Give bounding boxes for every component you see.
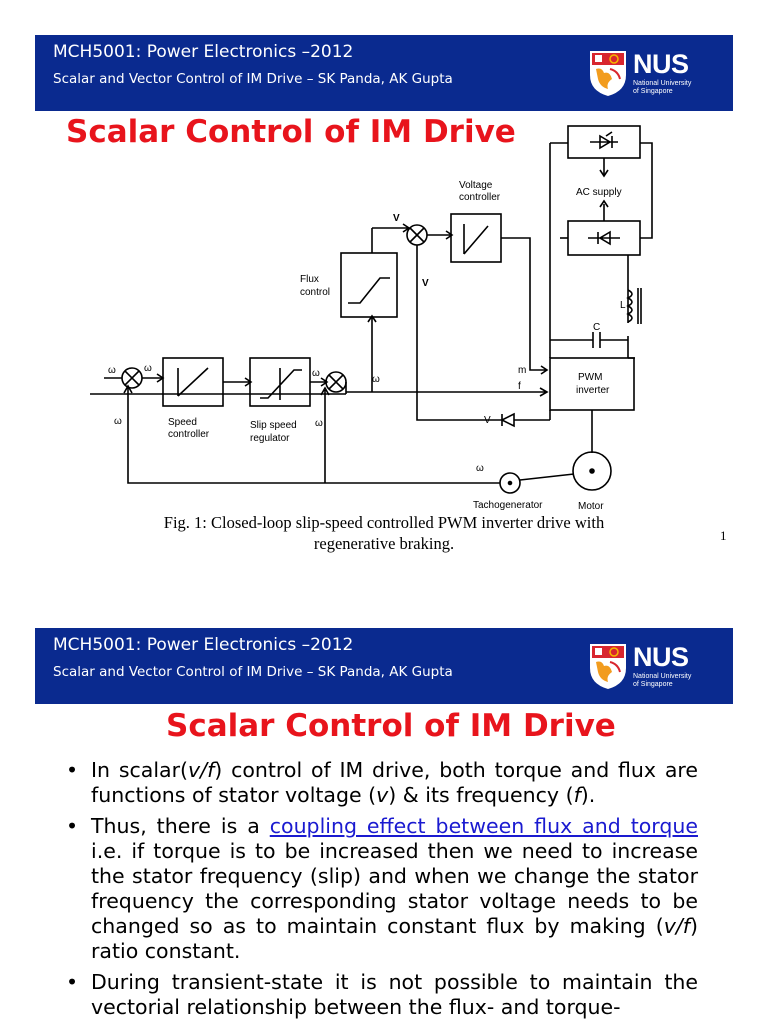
motor-icon <box>572 451 612 491</box>
block-diagram: Voltage controller AC supply V Flux cont… <box>90 125 653 512</box>
nus-shield-icon <box>590 51 626 96</box>
label-omega-error: ω <box>144 363 152 374</box>
bullet-dot: • <box>66 758 79 782</box>
diode-icon <box>500 412 515 428</box>
inductor-icon <box>626 289 633 323</box>
label-omega-slip: ω <box>312 368 320 379</box>
label-flux-control-2: control <box>300 287 330 298</box>
text: i.e. if torque is to be increased then w… <box>91 839 698 938</box>
text-italic: v <box>376 783 389 807</box>
nus-logo: NUS National University of Singapore <box>588 642 723 690</box>
bullet-dot: • <box>66 814 79 838</box>
figure-caption: Fig. 1: Closed-loop slip-speed controlle… <box>110 512 658 554</box>
lecture-subtitle: Scalar and Vector Control of IM Drive – … <box>53 664 453 680</box>
logo-subtext-line2: of Singapore <box>633 681 673 688</box>
label-motor: Motor <box>578 501 604 512</box>
label-speed-controller-2: controller <box>168 429 210 440</box>
text: During transient-state it is not possibl… <box>91 970 698 1019</box>
label-flux-control: Flux <box>300 274 319 285</box>
label-v-ref: V <box>393 213 400 224</box>
bullet-list: • In scalar(v/f) control of IM drive, bo… <box>60 758 698 1026</box>
label-v1: V <box>422 278 429 289</box>
label-voltage-controller-2: controller <box>459 192 501 203</box>
label-slip-regulator: Slip speed <box>250 420 297 431</box>
label-inverter: inverter <box>576 385 610 396</box>
coupling-effect-link[interactable]: coupling effect between flux and torque <box>269 814 698 838</box>
text-italic: v/f <box>188 758 215 782</box>
nus-logo: NUS National University of Singapore <box>588 49 723 97</box>
nus-shield-icon <box>590 644 626 689</box>
label-tachogenerator: Tachogenerator <box>473 500 543 511</box>
label-omega-m-3: ω <box>476 463 484 474</box>
logo-subtext: National University of Singapore <box>633 80 691 96</box>
slide-title: Scalar Control of IM Drive <box>166 708 616 744</box>
course-title: MCH5001: Power Electronics –2012 <box>53 635 354 655</box>
slide-title: Scalar Control of IM Drive <box>66 114 516 150</box>
label-omega-m-1: ω <box>114 416 122 427</box>
course-title: MCH5001: Power Electronics –2012 <box>53 42 354 62</box>
logo-subtext-line2: of Singapore <box>633 88 673 95</box>
page-number: 1 <box>720 528 727 543</box>
label-capacitor: C <box>593 322 600 333</box>
bullet-dot: • <box>66 970 79 994</box>
text-italic: v/f <box>663 914 690 938</box>
label-ac-supply: AC supply <box>576 187 622 198</box>
label-speed-controller: Speed <box>168 417 197 428</box>
bullet-item-3: • During transient-state it is not possi… <box>60 970 698 1020</box>
text: ) & its frequency ( <box>388 783 574 807</box>
text: ) control of IM drive, both torque and f… <box>91 758 698 807</box>
logo-subtext: National University of Singapore <box>633 673 691 689</box>
text: Thus, there is a <box>91 814 270 838</box>
lecture-subtitle: Scalar and Vector Control of IM Drive – … <box>53 71 453 87</box>
label-omega-ref: ω <box>108 365 116 376</box>
label-slip-regulator-2: regulator <box>250 433 290 444</box>
caption-line-1: Fig. 1: Closed-loop slip-speed controlle… <box>163 513 605 532</box>
caption-line-2: regenerative braking. <box>313 534 455 553</box>
text: ). <box>580 783 596 807</box>
capacitor-icon <box>550 332 628 348</box>
flux-control-box <box>340 252 398 318</box>
logo-text: NUS <box>633 49 689 79</box>
slide-header: MCH5001: Power Electronics –2012 Scalar … <box>35 628 733 704</box>
label-omega-me: ω <box>372 374 380 385</box>
logo-text: NUS <box>633 642 689 672</box>
slide-header: MCH5001: Power Electronics –2012 Scalar … <box>35 35 733 111</box>
label-f: f <box>518 381 521 392</box>
label-voltage-controller: Voltage <box>459 180 493 191</box>
label-m: m <box>518 365 526 376</box>
label-omega-m-2: ω <box>315 418 323 429</box>
bullet-item-1: • In scalar(v/f) control of IM drive, bo… <box>60 758 698 808</box>
label-v1-feedback: V <box>484 415 491 426</box>
label-inductor: L <box>620 300 626 311</box>
bullet-item-2: • Thus, there is a coupling effect betwe… <box>60 814 698 964</box>
thyristor-icon-top <box>590 131 618 150</box>
text: ) ratio constant. <box>91 914 698 963</box>
logo-subtext-line1: National University <box>633 80 692 87</box>
text-italic: f <box>573 783 581 807</box>
label-pwm: PWM <box>578 372 602 383</box>
text: In scalar( <box>91 758 189 782</box>
logo-subtext-line1: National University <box>633 673 692 680</box>
slide-1: MCH5001: Power Electronics –2012 Scalar … <box>35 35 733 554</box>
